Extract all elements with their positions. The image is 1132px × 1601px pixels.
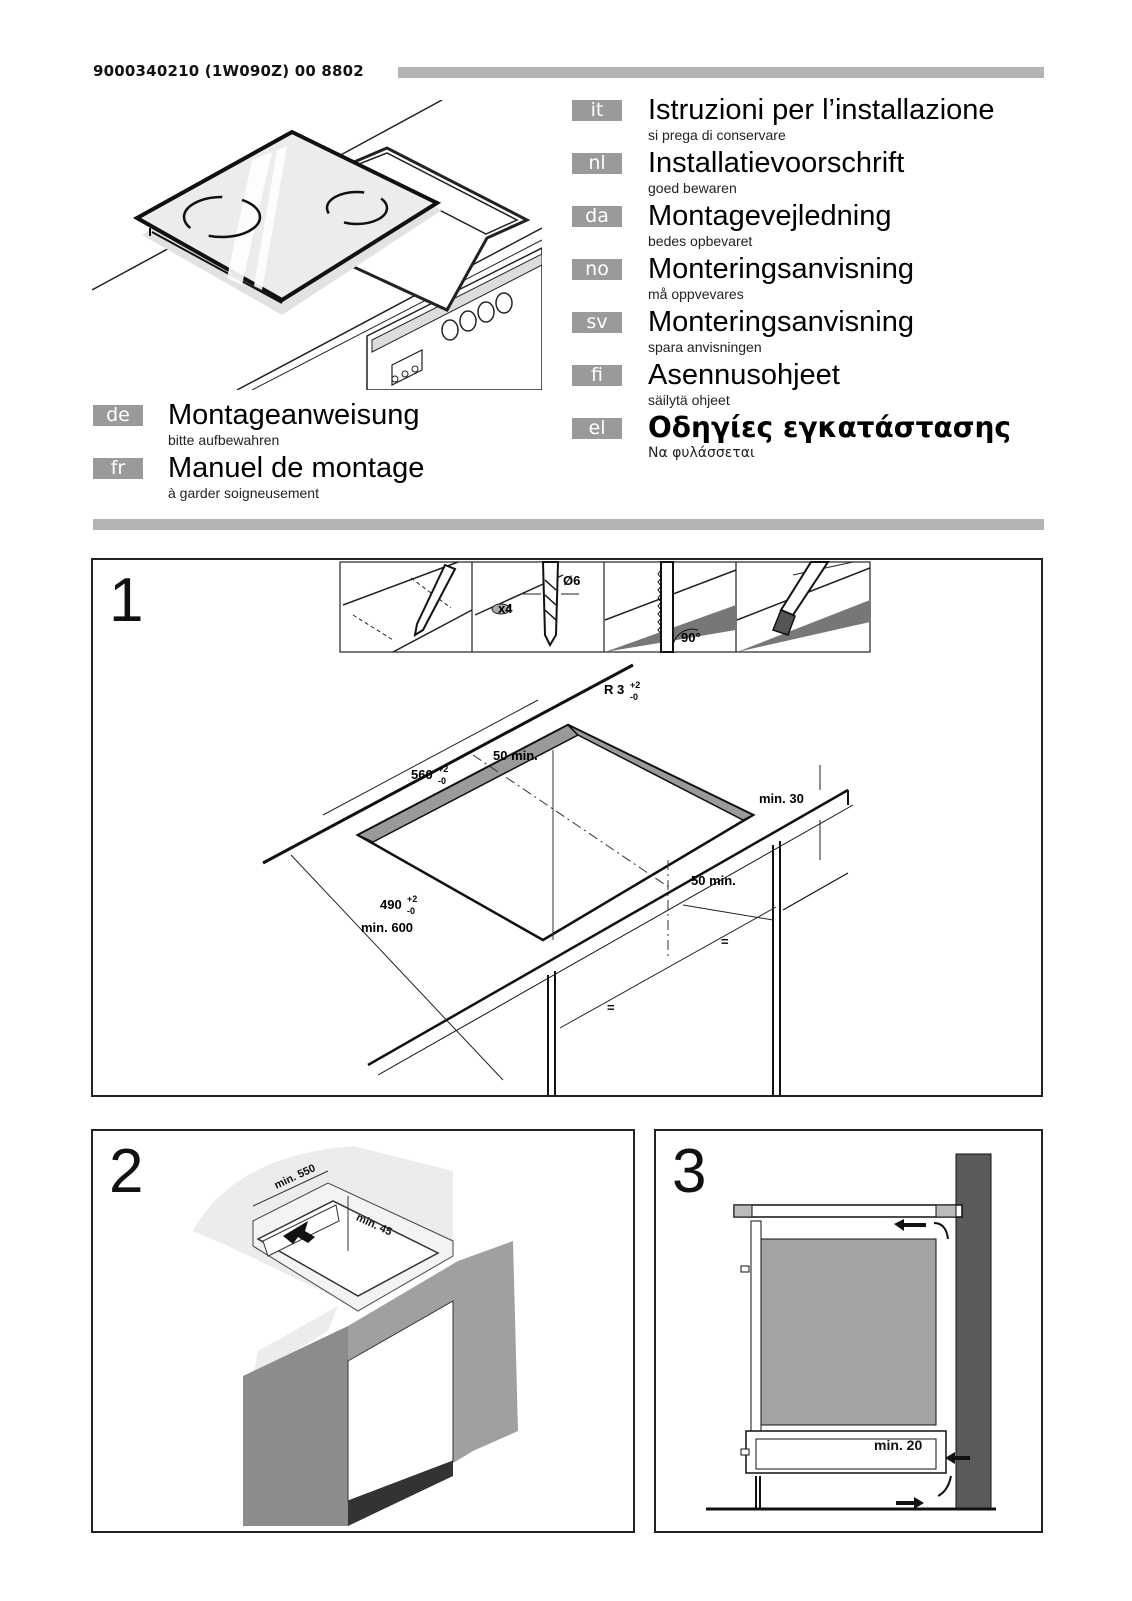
lang-tag-da: da: [572, 206, 622, 227]
lang-title-sv: Monteringsanvisning: [648, 306, 914, 338]
step-1-diagram: Ø6 x4 90°: [262, 561, 871, 1095]
lang-title-it: Istruzioni per l’installazione: [648, 94, 995, 126]
depth-tol-minus: -0: [407, 906, 415, 916]
drill-icon: [474, 561, 579, 648]
lang-subtitle-el: Να φυλάσσεται: [648, 445, 755, 461]
step-3-panel: 3 min. 20: [654, 1129, 1043, 1533]
worktop-depth-label: min. 600: [361, 920, 413, 935]
depth-tol-plus: +2: [407, 894, 417, 904]
lang-title-fr: Manuel de montage: [168, 452, 425, 484]
document-number: 9000340210 (1W090Z) 00 8802: [93, 62, 364, 80]
step-1-number: 1: [109, 566, 144, 635]
brush-icon: [736, 561, 871, 652]
step-2-diagram: [193, 1146, 518, 1526]
lang-tag-sv: sv: [572, 312, 622, 333]
lang-tag-fi: fi: [572, 365, 622, 386]
step-1-panel: 1: [91, 558, 1043, 1097]
lang-subtitle-sv: spara anvisningen: [648, 339, 762, 355]
lang-subtitle-fr: à garder soigneusement: [168, 485, 319, 501]
pencil-icon: [342, 561, 473, 653]
lang-subtitle-da: bedes opbevaret: [648, 233, 753, 249]
step-3-diagram: [706, 1153, 996, 1511]
lang-title-de: Montageanweisung: [168, 399, 420, 431]
lang-subtitle-de: bitte aufbewahren: [168, 432, 280, 448]
saw-angle-label: 90°: [681, 630, 701, 645]
radius-tol-plus: +2: [630, 680, 640, 690]
drill-diameter-label: Ø6: [563, 573, 580, 588]
section-divider: [93, 519, 1044, 530]
step-2-panel: 2 min. 550 min. 45: [91, 1129, 635, 1533]
lang-tag-no: no: [572, 259, 622, 280]
step-3-gap-label: min. 20: [874, 1437, 923, 1453]
lang-subtitle-no: må oppvevares: [648, 286, 744, 302]
lang-tag-de: de: [93, 405, 143, 426]
thickness-label: min. 30: [759, 791, 804, 806]
quantity-label: x4: [498, 601, 513, 616]
equal-label-right: =: [721, 934, 729, 949]
lang-tag-nl: nl: [572, 153, 622, 174]
lang-title-no: Monteringsanvisning: [648, 253, 914, 285]
width-tol-minus: -0: [438, 776, 446, 786]
lang-subtitle-nl: goed bewaren: [648, 180, 737, 196]
lang-tag-el: el: [572, 418, 622, 439]
step-3-number: 3: [672, 1137, 707, 1206]
lang-title-fi: Asennusohjeet: [648, 359, 840, 391]
radius-label: R 3: [604, 682, 624, 697]
lang-title-nl: Installatievoorschrift: [648, 147, 905, 179]
tool-strip: Ø6 x4 90°: [339, 561, 871, 653]
margin-front-label: 50 min.: [691, 873, 736, 888]
margin-back-label: 50 min.: [493, 748, 538, 763]
worktop-cutout: [262, 663, 854, 1095]
header-rule: [398, 67, 1044, 78]
lang-subtitle-it: si prega di conservare: [648, 127, 786, 143]
lang-title-da: Montagevejledning: [648, 200, 892, 232]
lang-title-el: Οδηγίες εγκατάστασης: [648, 411, 1012, 444]
lang-tag-it: it: [572, 100, 622, 121]
saw-icon: [604, 561, 737, 653]
step-2-number: 2: [109, 1137, 144, 1206]
radius-tol-minus: -0: [630, 692, 638, 702]
width-label: 560: [411, 767, 433, 782]
depth-label: 490: [380, 897, 402, 912]
lang-subtitle-fi: säilytä ohjeet: [648, 392, 730, 408]
equal-label-left: =: [607, 1000, 615, 1015]
hob-illustration: [92, 100, 542, 390]
lang-tag-fr: fr: [93, 458, 143, 479]
width-tol-plus: +2: [438, 764, 448, 774]
